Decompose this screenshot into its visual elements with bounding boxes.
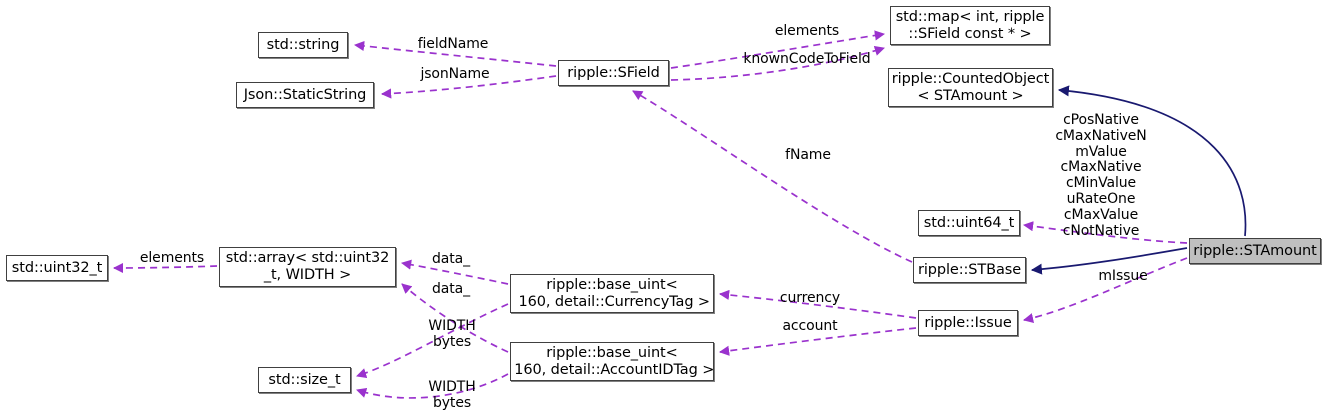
node-json-staticstring[interactable]: Json::StaticString	[236, 82, 374, 108]
node-base-uint-currencytag[interactable]: ripple::base_uint< 160, detail::Currency…	[510, 274, 714, 313]
node-ripple-sfield[interactable]: ripple::SField	[558, 60, 669, 86]
edge-label-width-bytes-2: WIDTH bytes	[428, 379, 476, 412]
edge-label-width-bytes-1: WIDTH bytes	[428, 318, 476, 351]
edge-label-knowncodetofield: knownCodeToField	[743, 51, 871, 67]
node-ripple-issue[interactable]: ripple::Issue	[918, 310, 1018, 336]
node-std-size-t[interactable]: std::size_t	[258, 367, 351, 393]
edge-array-to-uint32	[112, 262, 218, 274]
node-std-uint32-t[interactable]: std::uint32_t	[6, 255, 108, 281]
node-std-array[interactable]: std::array< std::uint32 _t, WIDTH >	[219, 247, 396, 287]
edge-label-stamount-members: cPosNative cMaxNativeN mValue cMaxNative…	[1055, 112, 1147, 239]
edge-stamount-inherits-stbase	[1030, 247, 1188, 275]
node-ripple-stbase[interactable]: ripple::STBase	[913, 257, 1026, 283]
node-std-uint64-t[interactable]: std::uint64_t	[918, 210, 1020, 236]
edge-label-data-1: data_	[431, 251, 471, 267]
edge-stbase-to-sfield	[632, 90, 913, 263]
node-ripple-stamount[interactable]: ripple::STAmount	[1189, 238, 1321, 264]
edge-label-elements-array: elements	[139, 250, 205, 266]
node-std-map[interactable]: std::map< int, ripple ::SField const * >	[890, 6, 1050, 45]
node-std-string[interactable]: std::string	[258, 32, 348, 58]
node-ripple-countedobject[interactable]: ripple::CountedObject < STAmount >	[888, 68, 1053, 107]
edge-label-jsonname: jsonName	[420, 66, 490, 82]
edge-label-missue: mIssue	[1098, 268, 1148, 284]
edge-label-data-2: data_	[431, 281, 471, 297]
edge-label-account: account	[782, 318, 838, 334]
edge-label-elements-map: elements	[774, 23, 840, 39]
edge-label-currency: currency	[779, 290, 841, 306]
edge-label-fieldname: fieldName	[417, 36, 489, 52]
node-base-uint-accountidtag[interactable]: ripple::base_uint< 160, detail::AccountI…	[510, 342, 714, 381]
edge-label-fname: fName	[785, 147, 831, 163]
